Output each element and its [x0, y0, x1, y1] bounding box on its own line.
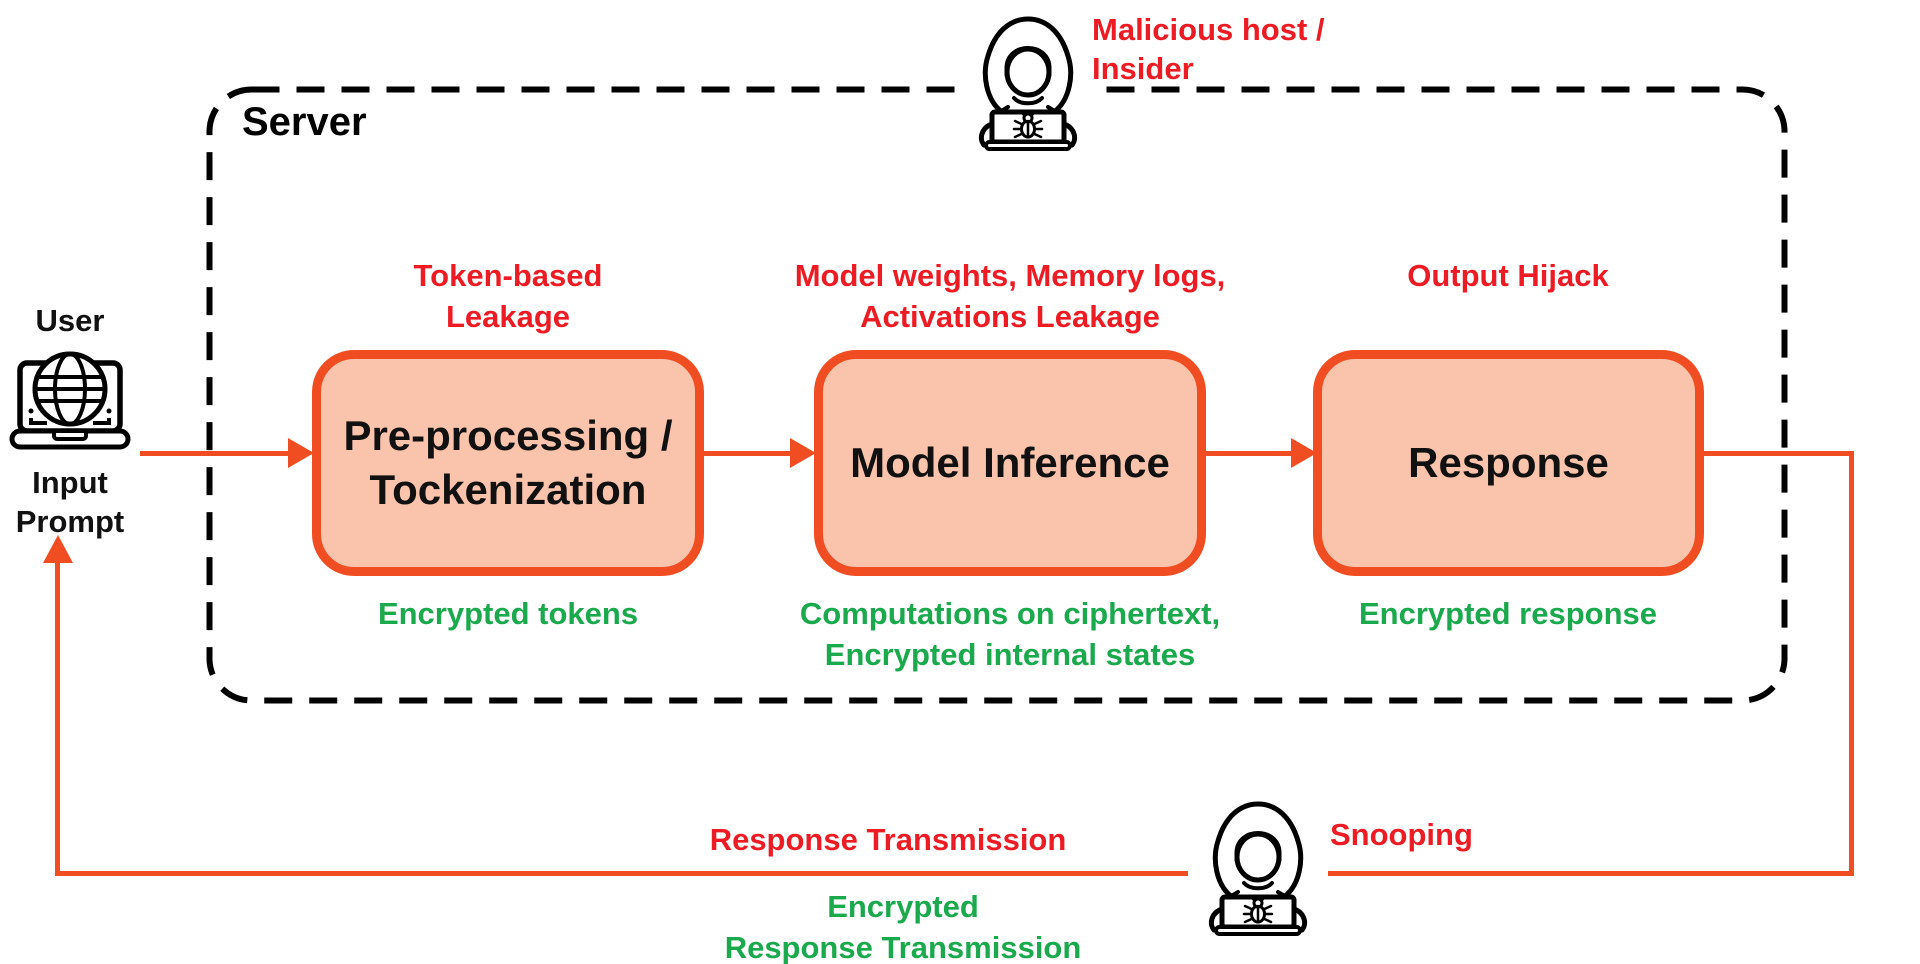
response-transmission-threat-label: Response Transmission	[709, 822, 1067, 857]
mitigation-response-line1: Encrypted response	[1358, 596, 1658, 631]
arrowhead-into-preprocessing	[288, 438, 314, 468]
response-box: Response	[1313, 350, 1704, 576]
preprocessing-title-line1: Pre-processing /	[343, 412, 673, 459]
bottom-mitigation-label: Encrypted Response Transmission	[673, 886, 1133, 964]
flow-line-preprocessing-to-inference	[704, 451, 792, 456]
flow-line-right-vertical	[1849, 451, 1854, 876]
input-prompt-line1: Input	[32, 465, 108, 500]
arrowhead-into-response	[1291, 438, 1317, 468]
flow-line-left-vertical	[55, 545, 60, 876]
input-prompt-label: Input Prompt	[0, 463, 140, 541]
top-threat-line1: Malicious host /	[1092, 12, 1325, 47]
top-threat-line2: Insider	[1092, 51, 1194, 86]
server-title: Server	[242, 100, 367, 144]
bottom-mitigation-line2: Response Transmission	[724, 930, 1082, 964]
threat-inference-line1: Model weights, Memory logs,	[794, 258, 1226, 293]
input-prompt-line2: Prompt	[15, 504, 125, 539]
threat-label-response: Output Hijack	[1278, 255, 1738, 296]
user-label: User	[35, 303, 105, 338]
bottom-hacker-laptop-bug-icon	[1188, 792, 1328, 942]
flow-line-response-out	[1704, 451, 1854, 456]
threat-preprocessing-line1: Token-based	[413, 258, 603, 293]
threat-preprocessing-line2: Leakage	[445, 299, 571, 334]
response-title-line1: Response	[1408, 439, 1609, 486]
mitigation-preprocessing-line1: Encrypted tokens	[377, 596, 639, 631]
mitigation-label-preprocessing: Encrypted tokens	[278, 593, 738, 634]
arrowhead-into-user	[43, 535, 73, 563]
snooping-threat-label: Snooping	[1330, 817, 1473, 852]
mitigation-inference-line2: Encrypted internal states	[824, 637, 1196, 672]
mitigation-inference-line1: Computations on ciphertext,	[799, 596, 1221, 631]
threat-label-preprocessing: Token-based Leakage	[278, 255, 738, 337]
mitigation-label-inference: Computations on ciphertext, Encrypted in…	[780, 593, 1240, 675]
inference-title-line1: Model Inference	[850, 439, 1170, 486]
flow-line-bottom-return	[55, 871, 1854, 876]
inference-box: Model Inference	[814, 350, 1206, 576]
bottom-mitigation-line1: Encrypted	[827, 889, 979, 924]
flow-line-user-to-preprocessing	[140, 451, 292, 456]
threat-response-line1: Output Hijack	[1407, 258, 1609, 293]
flow-line-inference-to-response	[1206, 451, 1293, 456]
mitigation-label-response: Encrypted response	[1278, 593, 1738, 634]
top-threat-label: Malicious host / Insider	[1092, 10, 1325, 88]
threat-inference-line2: Activations Leakage	[860, 299, 1160, 334]
preprocessing-box: Pre-processing / Tockenization	[312, 350, 704, 576]
threat-label-inference: Model weights, Memory logs, Activations …	[780, 255, 1240, 337]
arrowhead-into-inference	[790, 438, 816, 468]
top-hacker-laptop-bug-icon	[958, 8, 1098, 156]
preprocessing-title-line2: Tockenization	[369, 466, 647, 513]
user-laptop-globe-icon	[4, 340, 136, 458]
